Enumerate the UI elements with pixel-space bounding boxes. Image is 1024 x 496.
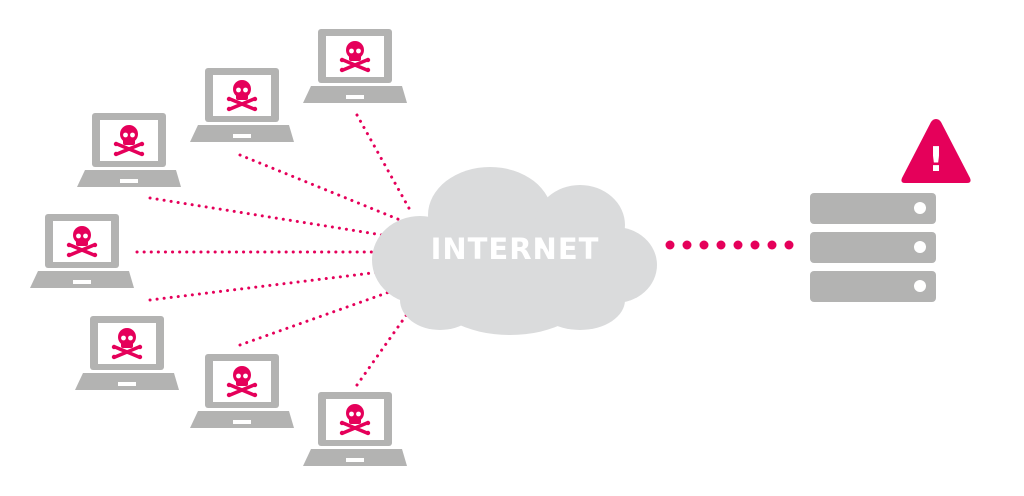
server-icon: [810, 193, 936, 302]
bot-laptop-icon: [188, 352, 296, 430]
server-connection: [665, 240, 794, 250]
bot-laptop-icon: [301, 390, 409, 468]
bot-laptop-icon: [75, 111, 183, 189]
warning-icon: !: [901, 119, 971, 183]
attack-line: [355, 113, 412, 212]
warning-symbol: !: [928, 140, 944, 180]
attack-line: [238, 153, 407, 224]
bot-laptop-icon: [73, 314, 181, 392]
bot-laptop-icon: [188, 66, 296, 144]
internet-label: INTERNET: [430, 232, 600, 266]
attack-line: [148, 196, 397, 239]
attack-line: [238, 288, 397, 347]
attack-line: [148, 270, 382, 302]
attack-lines: [135, 113, 412, 387]
bot-laptop-icon: [301, 27, 409, 105]
attack-line: [355, 308, 412, 387]
bot-laptop-icon: [28, 212, 136, 290]
cloud-icon: [372, 167, 657, 335]
